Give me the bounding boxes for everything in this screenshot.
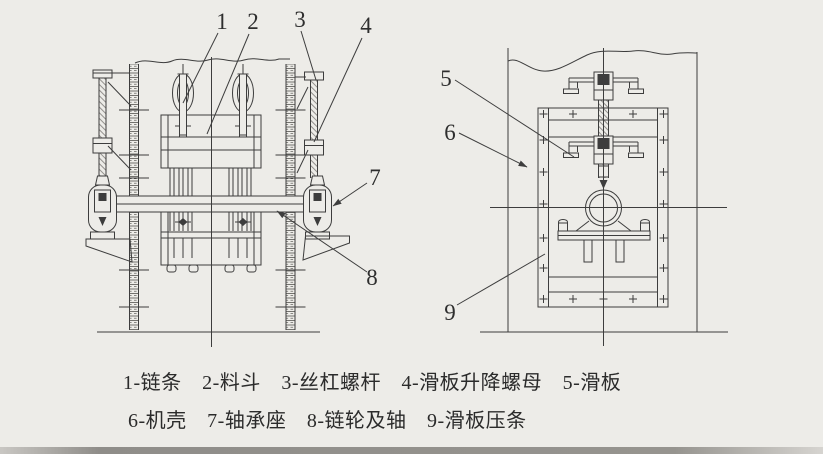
hanging-rods-lower: [169, 212, 252, 258]
leader-line-8: [276, 210, 368, 273]
side-view-figure: [480, 48, 728, 346]
callout-number-2: 2: [247, 9, 259, 34]
leader-line-6: [458, 132, 528, 168]
bearing-housing-right: [303, 175, 332, 240]
bracket-right: [302, 235, 350, 261]
callout-number-7: 7: [369, 165, 381, 190]
screw-rod-left: [92, 69, 113, 177]
leader-line-1: [182, 32, 219, 104]
callout-number-1: 1: [216, 9, 228, 34]
callout-8: 8: [276, 210, 378, 290]
callout-number-6: 6: [444, 120, 456, 145]
front-view-figure: [85, 57, 350, 347]
callout-number-9: 9: [444, 300, 456, 325]
callout-7: 7: [332, 165, 381, 207]
callout-number-4: 4: [360, 13, 372, 38]
leader-line-4: [313, 37, 363, 143]
callout-3: 3: [294, 7, 317, 81]
legend-line-1: 1-链条 2-料斗 3-丝杠螺杆 4-滑板升降螺母 5-滑板: [123, 372, 622, 394]
callout-4: 4: [313, 13, 372, 143]
break-line-left: [134, 58, 290, 64]
bracket-left: [85, 238, 133, 263]
callout-number-5: 5: [440, 66, 452, 91]
callout-5: 5: [440, 66, 575, 158]
leader-line-5: [454, 79, 575, 158]
leader-line-9: [456, 253, 546, 306]
leader-line-3: [300, 30, 317, 81]
break-line-right: [507, 50, 698, 72]
hanging-rods-upper: [169, 168, 252, 196]
shaft: [113, 195, 307, 213]
callout-1: 1: [182, 9, 228, 104]
page-edge-shadow: [0, 447, 823, 454]
callouts: 1 2 3 4 5 6 7 8: [182, 7, 575, 325]
leader-line-7: [332, 182, 368, 207]
callout-2: 2: [206, 9, 259, 135]
screw-braces: [93, 72, 309, 174]
legend-line-2: 6-机壳 7-轴承座 8-链轮及轴 9-滑板压条: [128, 410, 527, 432]
callout-number-8: 8: [366, 265, 378, 290]
callout-9: 9: [444, 253, 546, 325]
callout-6: 6: [444, 120, 528, 168]
leader-line-2: [206, 33, 250, 135]
callout-number-3: 3: [294, 7, 306, 32]
bearing-housing-left: [88, 175, 117, 240]
